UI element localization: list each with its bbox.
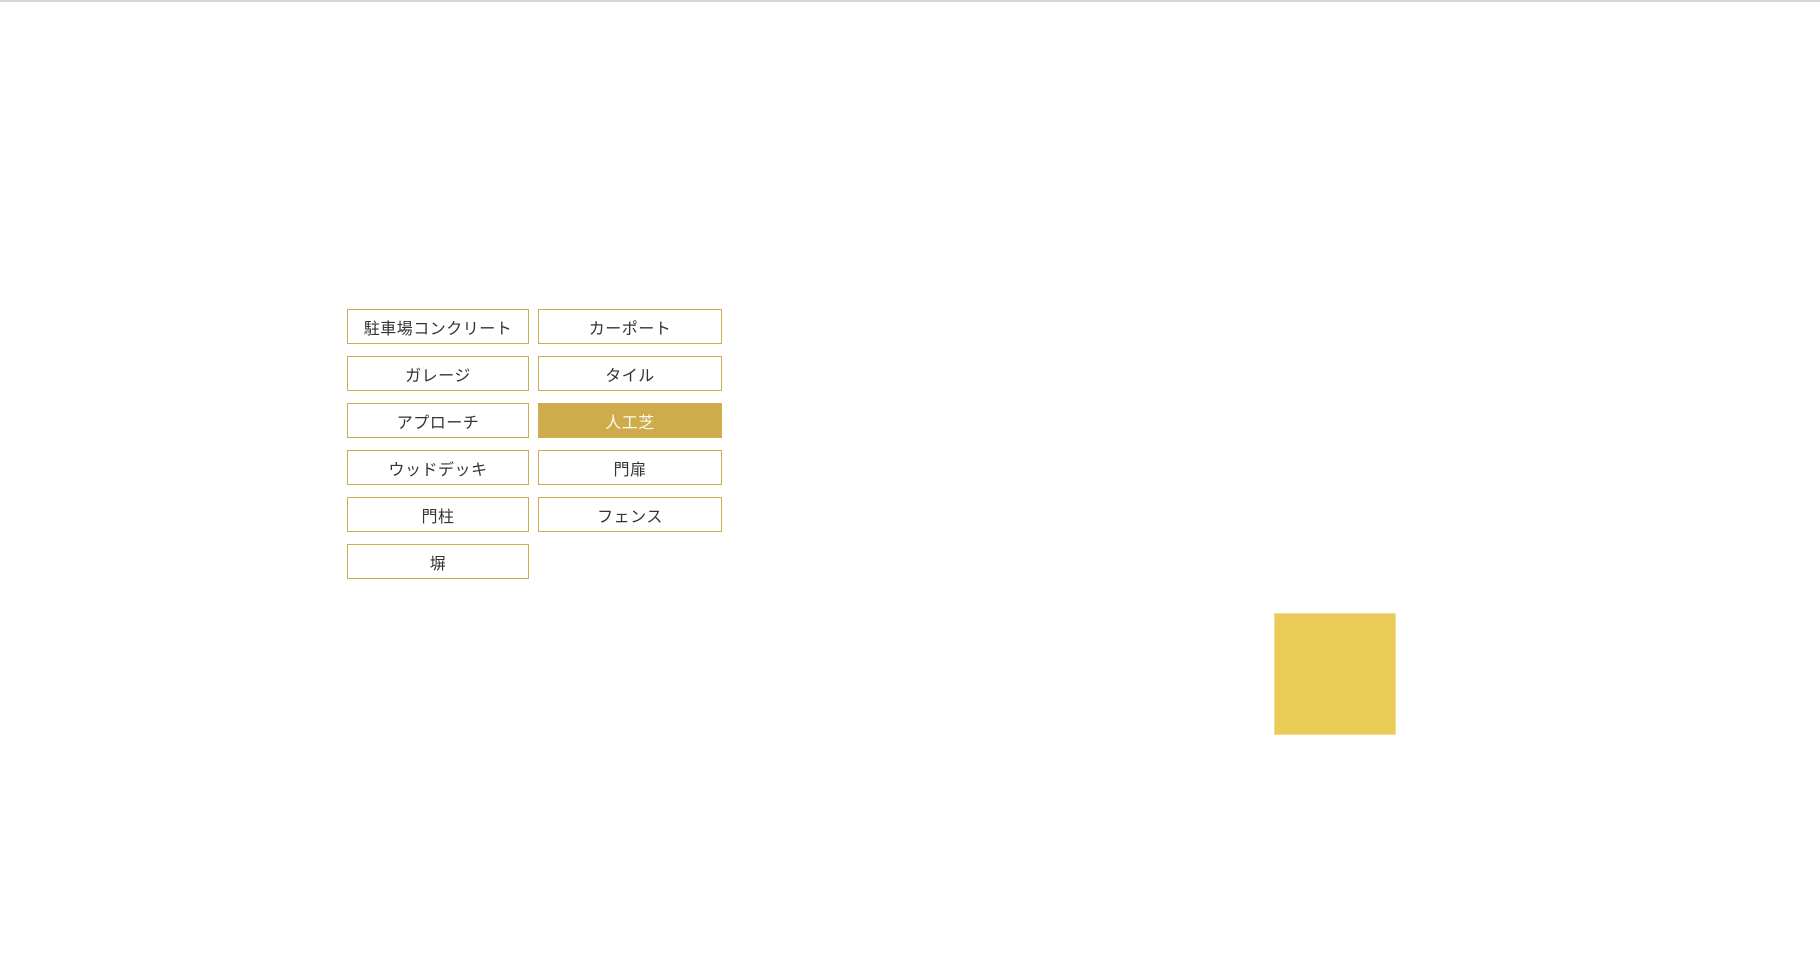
filter-button-garage[interactable]: ガレージ	[347, 356, 529, 391]
filter-button-fence[interactable]: フェンス	[538, 497, 722, 532]
filter-button-carport[interactable]: カーポート	[538, 309, 722, 344]
filter-button-tile[interactable]: タイル	[538, 356, 722, 391]
filter-button-gate-door[interactable]: 門扉	[538, 450, 722, 485]
filter-button-parking-concrete[interactable]: 駐車場コンクリート	[347, 309, 529, 344]
yellow-swatch-square	[1274, 613, 1396, 735]
filter-button-wood-deck[interactable]: ウッドデッキ	[347, 450, 529, 485]
filter-button-approach[interactable]: アプローチ	[347, 403, 529, 438]
top-divider	[0, 0, 1820, 2]
category-filter-grid: 駐車場コンクリート カーポート ガレージ タイル アプローチ 人工芝 ウッドデッ…	[347, 309, 722, 579]
filter-button-artificial-turf[interactable]: 人工芝	[538, 403, 722, 438]
filter-button-gate-post[interactable]: 門柱	[347, 497, 529, 532]
filter-button-wall[interactable]: 塀	[347, 544, 529, 579]
